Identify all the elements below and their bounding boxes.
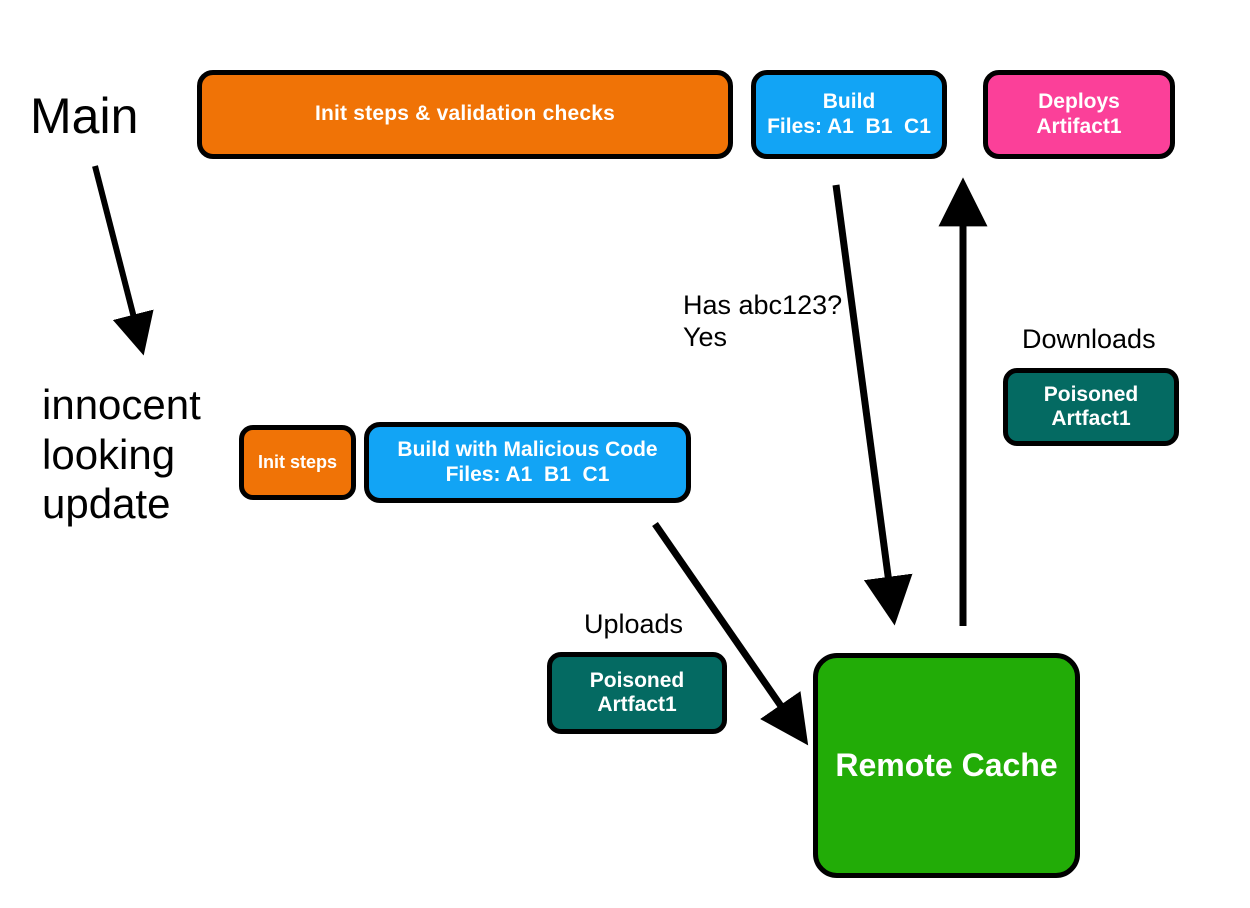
node-poisoned-artifact-download[interactable]: Poisoned Artfact1: [1003, 368, 1179, 446]
node-build[interactable]: Build Files: A1 B1 C1: [751, 70, 947, 159]
edge-label-uploads: Uploads: [584, 609, 684, 639]
node-remote-cache[interactable]: Remote Cache: [813, 653, 1080, 878]
edge-label-downloads: Downloads: [1022, 324, 1156, 354]
node-init-steps-and-validation-checks[interactable]: Init steps & validation checks: [197, 70, 733, 159]
node-init-steps[interactable]: Init steps: [239, 425, 356, 500]
node-deploys-artifact1[interactable]: Deploys Artifact1: [983, 70, 1175, 159]
edge-label-cache-lookup: Has abc123? Yes: [683, 290, 843, 352]
node-poisoned-artifact-upload[interactable]: Poisoned Artfact1: [547, 652, 727, 734]
arrow-main-to-feature-branch: [92, 165, 154, 356]
branch-label-feature: innocent looking update: [42, 381, 201, 528]
branch-label-main: Main: [30, 88, 139, 144]
node-build-with-malicious-code[interactable]: Build with Malicious Code Files: A1 B1 C…: [364, 422, 691, 503]
arrow-build-to-remote-cache: [832, 184, 913, 626]
